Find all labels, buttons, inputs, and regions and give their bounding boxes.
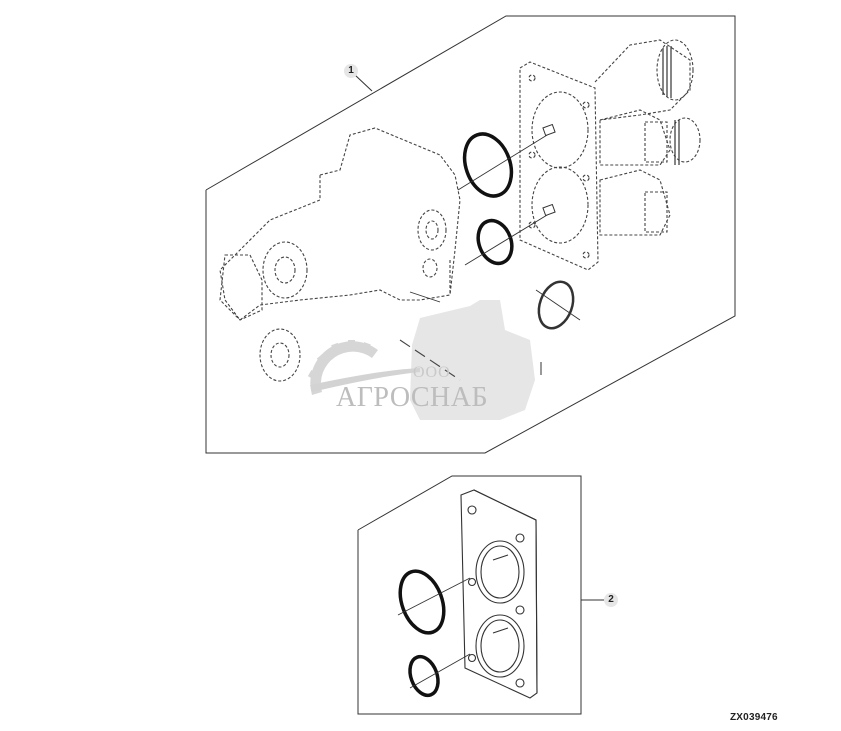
gasket-plate (460, 489, 538, 699)
pins (542, 123, 556, 217)
callout-1: 1 (344, 64, 358, 78)
group-1-frame (205, 15, 736, 454)
callout-2: 2 (604, 593, 618, 607)
group-2-frame (357, 475, 605, 715)
alignment-lines-1 (409, 131, 581, 321)
watermark-logo (307, 300, 535, 420)
solenoids (594, 39, 701, 236)
watermark-brand: АГРОСНАБ (336, 382, 489, 413)
valve-body (219, 127, 461, 382)
o-rings-group-1 (462, 132, 575, 330)
mounting-plate (519, 61, 599, 271)
o-rings-group-2 (398, 569, 446, 698)
solenoid-knurls (662, 46, 680, 165)
figure-id: ZX039476 (730, 712, 778, 723)
watermark-prefix: ООО (413, 364, 451, 381)
alignment-lines-2 (397, 577, 471, 689)
